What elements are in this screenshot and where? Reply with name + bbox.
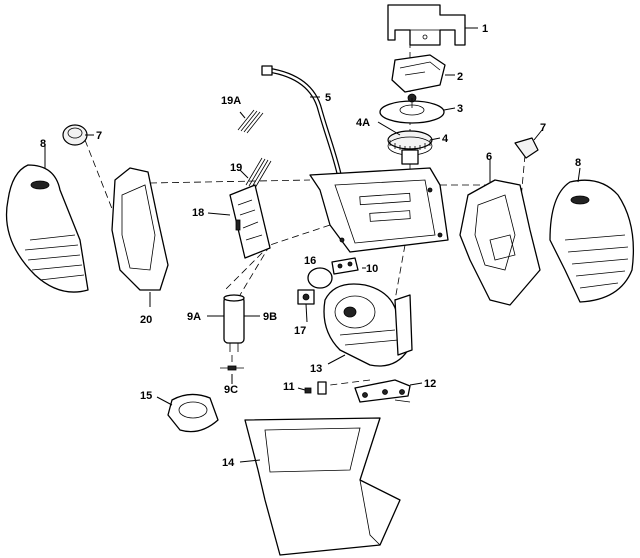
callout-15: 15 [140,390,152,402]
callout-10: 10 [366,263,378,275]
part-11-limit-switch [304,381,327,395]
part-8-left-lens [5,164,89,293]
part-17-switch [297,289,315,305]
callout-1: 1 [482,23,488,35]
callout-13: 13 [310,363,322,375]
callout-2: 2 [457,71,463,83]
callout-17: 17 [294,325,306,337]
callout-8-right: 8 [575,157,581,169]
part-19-wire-harness [245,157,272,189]
part-10-bracket [331,257,359,275]
callout-5: 5 [325,92,331,104]
part-7-left-lens-cap [62,124,88,146]
callout-3: 3 [457,103,463,115]
callout-12: 12 [424,378,436,390]
callout-4: 4 [442,133,449,145]
part-1-bracket [387,4,466,46]
callout-4a: 4A [356,117,370,129]
part-3-gear-plate [379,93,445,124]
part-9-capacitor [223,294,245,352]
part-5-power-cord [261,65,343,181]
callout-19a: 19A [221,95,241,107]
part-14-main-cover [244,417,401,556]
part-8-right-lens [549,179,635,303]
callout-9b: 9B [263,311,277,323]
chassis-plate [309,167,449,253]
callout-6: 6 [486,151,492,163]
callout-19: 19 [230,162,242,174]
callout-20: 20 [140,314,152,326]
part-6-right-housing [459,179,541,306]
part-9c-resistor [220,365,244,371]
part-13-motor [323,283,413,367]
part-16-socket [307,267,333,289]
callout-7-left: 7 [96,130,102,142]
callout-8-left: 8 [40,138,46,150]
callout-9a: 9A [187,311,201,323]
callout-16: 16 [304,255,316,267]
callout-14: 14 [222,457,235,469]
callout-labels: 1 2 3 4 4A 5 6 7 7 8 8 9A 9B 9C 10 11 12… [40,23,581,469]
callout-7-right: 7 [540,122,546,134]
part-2-cover-block [391,54,446,93]
part-4-drive-gear [387,130,433,165]
callout-9c: 9C [224,384,238,396]
callout-18: 18 [192,207,204,219]
leader-lines [44,27,581,463]
part-7-right-lens-cap [514,137,539,159]
callout-11: 11 [283,381,295,393]
part-19a-wire-harness [237,109,264,134]
part-18-logic-board [229,184,271,259]
part-20-left-housing [111,167,169,291]
part-12-travel-module [354,379,411,403]
part-15-socket-housing [167,393,219,433]
